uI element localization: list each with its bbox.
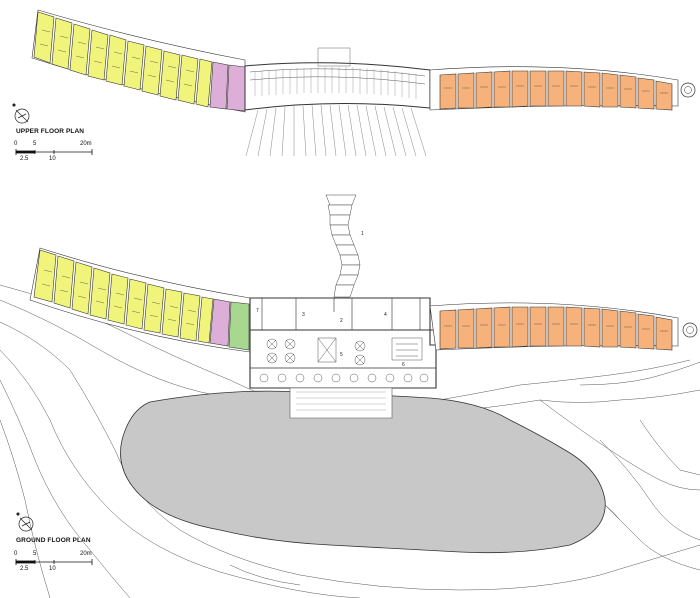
upper-scale-label-20m: 20m [80,141,92,147]
ground-green-room [228,301,250,351]
room-number-7: 7 [256,308,259,314]
upper-pink-rooms [209,61,246,112]
ground-scale-label-5: 5 [33,551,37,557]
upper-hall-hatching [254,67,417,99]
scale-bar-ground [15,559,93,565]
ground-floor-plan [29,247,698,419]
room-number-1: 1 [361,231,364,237]
room-number-6: 6 [402,362,405,368]
ground-pink-room [209,298,231,347]
north-arrow-icon-upper [12,103,30,124]
ground-scale-label-0: 0 [14,551,18,557]
room-number-labels: 1 2 3 4 5 6 7 [256,231,405,368]
upper-orange-rooms [439,70,673,111]
upper-floor-plan [31,9,696,157]
ground-floor-plan-title: GROUND FLOOR PLAN [16,537,91,544]
upper-central-hall [244,62,431,111]
upper-scale-label-0: 0 [14,141,18,147]
upper-canopy-fan [245,104,427,157]
upper-west-room-details [39,29,195,87]
upper-scale-label-5: 5 [33,141,37,147]
upper-east-stair-round [680,82,696,98]
scale-bar-upper [15,149,93,155]
ground-east-stair-round [682,322,698,338]
ground-yellow-rooms [33,249,214,344]
upper-floor-plan-title: UPPER FLOOR PLAN [16,128,85,135]
lake [120,390,606,554]
walkway-bridge [325,194,361,298]
room-number-4: 4 [384,312,387,318]
room-number-2: 2 [340,318,343,324]
ground-orange-rooms [439,306,673,351]
room-number-3: 3 [302,312,305,318]
north-arrow-icon-ground [16,512,34,532]
upper-scale-label-2-5: 2.5 [20,156,29,162]
upper-yellow-rooms [33,11,213,108]
ground-central-building [249,297,437,389]
ground-terrace [289,387,393,419]
ground-lounge-furniture [259,337,429,383]
room-number-5: 5 [340,352,343,358]
ground-scale-label-20m: 20m [80,551,92,557]
upper-scale-label-10: 10 [49,156,56,162]
ground-scale-label-10: 10 [49,566,56,572]
ground-scale-label-2-5: 2.5 [20,566,29,572]
